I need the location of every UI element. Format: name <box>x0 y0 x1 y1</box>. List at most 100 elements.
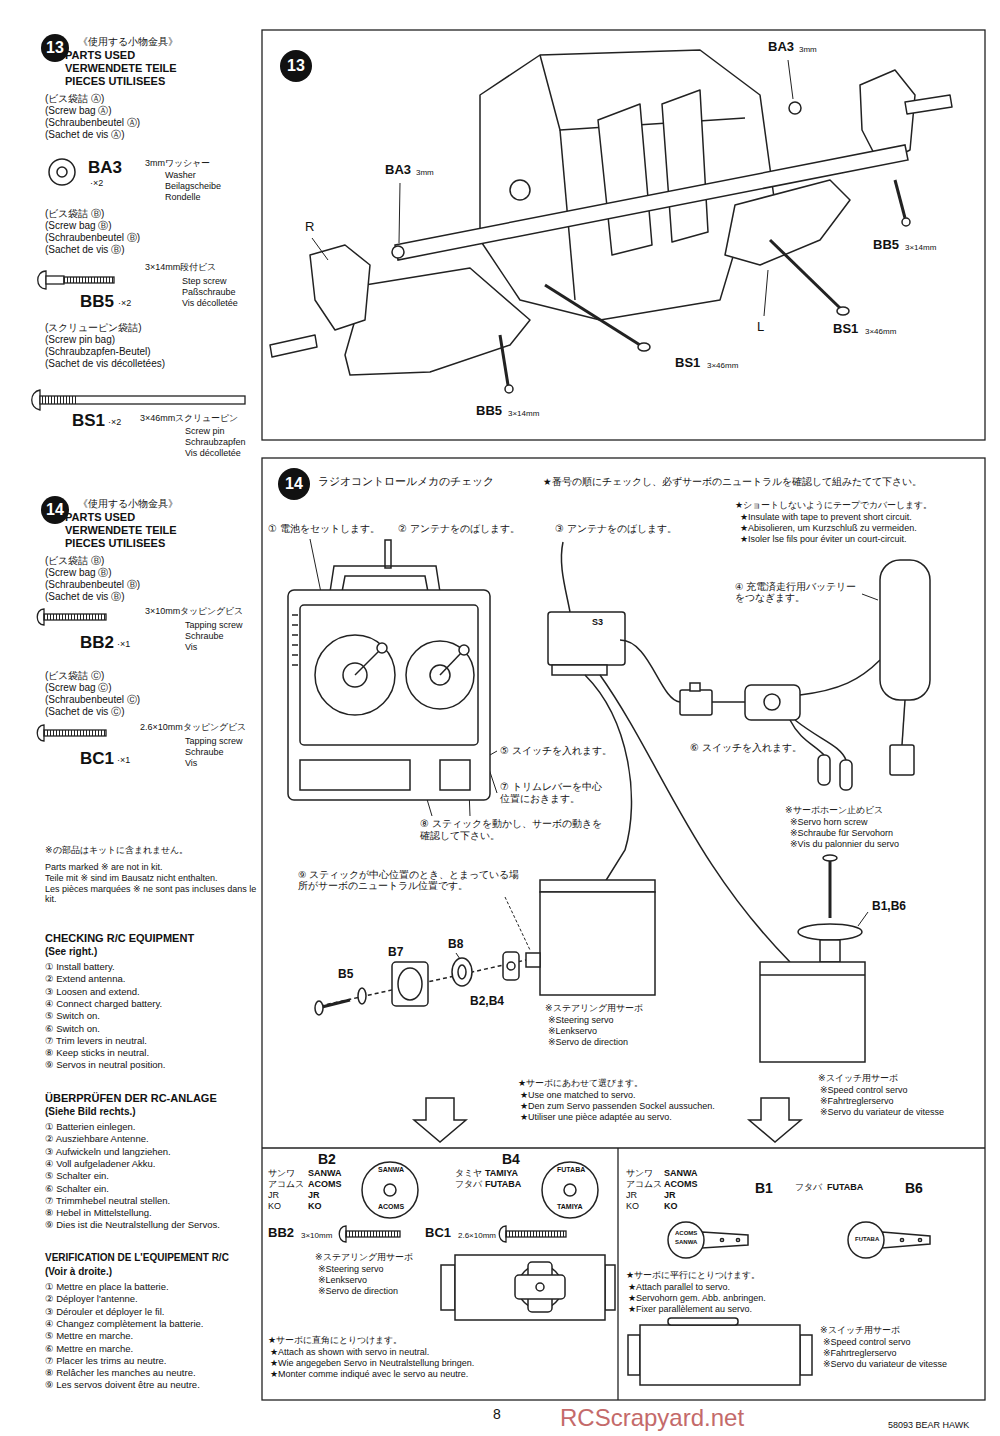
brand-name: JR <box>308 1190 320 1200</box>
part-code: B7 <box>388 946 403 960</box>
wire <box>620 640 680 702</box>
bag-name: (ビス袋詰 Ⓑ) <box>45 555 104 567</box>
part-name: Vis décolletée <box>185 448 241 458</box>
instruction: ④ Voll aufgeladener Akku. <box>45 1159 155 1170</box>
instruction: ② Déployer l'antenne. <box>45 1294 138 1305</box>
heading: PARTS USED <box>65 49 135 62</box>
screw-icon <box>32 390 40 410</box>
brand-name: フタバ <box>455 1179 482 1189</box>
part-code: BC1 <box>80 749 114 769</box>
note: ★Use one matched to servo. <box>520 1090 636 1100</box>
transmitter <box>355 650 380 675</box>
transmitter <box>288 590 490 800</box>
screw-icon <box>346 1231 400 1237</box>
part-name: ※Servo du variateur de vitesse <box>823 1359 947 1369</box>
servo-top-view <box>441 1255 615 1320</box>
leader-line <box>399 183 400 243</box>
brand-name: KO <box>308 1201 322 1211</box>
servo-side-view <box>628 1318 812 1385</box>
panel-frame <box>262 458 985 1400</box>
transmitter <box>385 540 391 568</box>
panel-frame <box>617 1148 618 1400</box>
gearbox <box>662 90 708 242</box>
instruction: ③ Dérouler et déployer le fil. <box>45 1307 164 1318</box>
dimension: 3mm <box>799 45 817 54</box>
suspension-arm <box>905 95 952 114</box>
step-number: 14 <box>41 496 69 524</box>
note: ★Den zum Servo passenden Sockel aussuche… <box>520 1101 715 1111</box>
kit-number: 58093 BEAR HAWK <box>888 1420 969 1430</box>
leader-line <box>764 270 768 316</box>
instruction: ⑦ Trimmhebel neutral stellen. <box>45 1196 170 1207</box>
steering-servo <box>398 968 422 1000</box>
brand-name: SANWA <box>664 1168 698 1178</box>
brand-name: サンワ <box>268 1168 295 1178</box>
transmitter <box>300 760 410 790</box>
part-code: B8 <box>448 938 463 952</box>
pivot-rod <box>395 145 908 260</box>
part-name: ※サーボホーン止めビス <box>785 805 883 815</box>
instruction: ⑧ Keep sticks in neutral. <box>45 1048 149 1059</box>
wire <box>795 720 846 760</box>
part-name: Screw pin <box>185 426 225 436</box>
instruction: ⑧ スティックを動かし、サーボの動きを確認して下さい。 <box>420 818 605 841</box>
servo-horn <box>882 1232 930 1248</box>
wire <box>800 660 880 695</box>
note: ★Attach parallel to servo. <box>628 1282 730 1292</box>
instruction: ⑨ Servos in neutral position. <box>45 1060 165 1071</box>
dimension: 3×14mm <box>508 409 539 418</box>
steering-servo <box>452 958 472 986</box>
screw-icon <box>499 1226 506 1242</box>
receiver <box>561 542 570 612</box>
part-code: BB5 <box>476 404 502 419</box>
part-name: ※スイッチ用サーボ <box>818 1073 898 1083</box>
part-name: ※Servo horn screw <box>790 817 868 827</box>
battery-and-switch <box>690 683 700 691</box>
direction-arrow <box>414 1098 801 1142</box>
part-name: 3×46mmスクリューピン <box>140 413 238 423</box>
screw-icon <box>339 1226 346 1242</box>
transmitter <box>440 652 462 675</box>
part-code: BA3 <box>88 158 122 178</box>
part-name: 3×14mm段付ビス <box>145 262 216 272</box>
screw-icon <box>64 277 114 283</box>
screw-pin <box>505 385 513 393</box>
part-code: BS1 <box>675 356 700 371</box>
instruction: ② アンテナをのばします。 <box>398 523 520 535</box>
note: ★サーボに平行にとりつけます。 <box>626 1270 760 1280</box>
quantity: ·×1 <box>117 639 130 649</box>
part-code: B2,B4 <box>470 995 504 1009</box>
part-name: Tapping screw <box>185 736 243 746</box>
steering-servo <box>322 1000 350 1007</box>
part-name: ※スイッチ用サーボ <box>820 1325 900 1335</box>
dimension: 3mm <box>416 168 434 177</box>
heading: (Siehe Bild rechts.) <box>45 1106 136 1118</box>
part-name: 3×10mmタッピングビス <box>145 606 243 616</box>
bag-name: (Screw bag Ⓑ) <box>45 567 112 579</box>
instruction: ⑤ Mettre en marche. <box>45 1331 133 1342</box>
part-name: ※Lenkservo <box>318 1275 367 1285</box>
bag-name: (Sachet de vis Ⓐ) <box>45 129 124 141</box>
instruction: ② Extend antenna. <box>45 974 125 985</box>
transmitter <box>377 643 387 653</box>
steering-servo <box>540 892 655 995</box>
note: ★サーボにあわせて選びます。 <box>518 1078 643 1088</box>
servo-saver-disc <box>564 1184 576 1196</box>
note: ★Isoler lse fils pour éviter un court-ci… <box>740 534 907 544</box>
screw-pin <box>500 335 508 385</box>
part-name: ※Servo de direction <box>318 1286 398 1296</box>
instruction: ⑤ Schalter ein. <box>45 1171 109 1182</box>
note: ★番号の順にチェックし、必ずサーボのニュートラルを確認して組みたてて下さい。 <box>543 477 922 488</box>
bag-name: (ビス袋詰 Ⓒ) <box>45 670 104 682</box>
speed-control-servo <box>760 855 865 1062</box>
leader-line <box>862 594 878 600</box>
suspension-arm <box>310 245 370 330</box>
brand-name: KO <box>626 1201 639 1211</box>
bag-name: (Schraubenbeutel Ⓐ) <box>45 117 140 129</box>
leader-line <box>505 897 530 950</box>
pivot-rod <box>392 246 404 258</box>
steering-servo <box>358 988 366 1004</box>
servo-saver-disc <box>362 1162 418 1218</box>
side-mark: L <box>757 320 764 335</box>
servo-side-view <box>668 1318 738 1325</box>
